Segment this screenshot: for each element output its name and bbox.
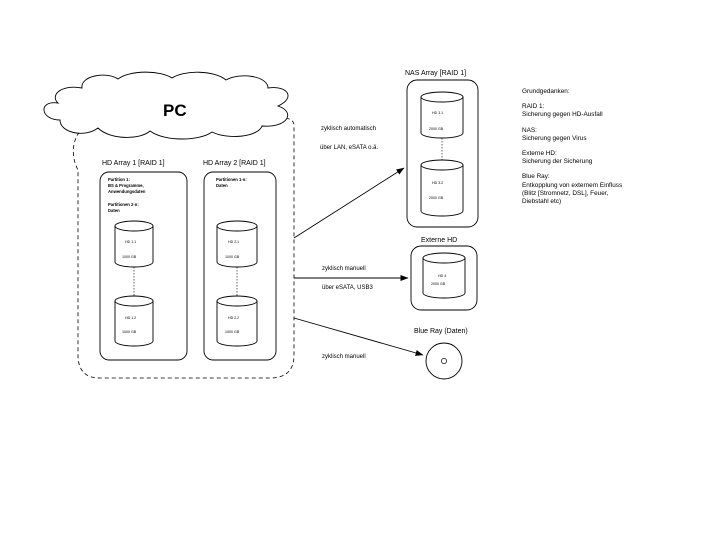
- disk-hd-3-1: [420, 91, 464, 139]
- pc-cloud: [43, 71, 289, 140]
- hd-2-2-name: HD 2.2: [228, 316, 240, 320]
- notes-ext-title: Externe HD:: [522, 150, 557, 158]
- hd-1-2-size: 1000 GB: [122, 330, 137, 334]
- hd-3-1-name: HD 3.1: [432, 111, 444, 115]
- notes-ext-text: Sicherung der Sicherung: [522, 158, 593, 166]
- notes-bluray-text-3: Diebstahl etc): [522, 198, 562, 206]
- bluray-disc: [425, 342, 463, 380]
- notes-nas-title: NAS:: [522, 126, 537, 134]
- edge-bluray-label-1: zyklisch manuell: [322, 354, 366, 360]
- hd-2-1-name: HD 2.1: [228, 240, 240, 244]
- hd-array-1-title: HD Array 1 [RAID 1]: [102, 160, 165, 167]
- notes-heading: Grundgedanken:: [522, 88, 570, 95]
- disk-hd-1-2: [114, 295, 154, 347]
- bluray-title: Blue Ray (Daten): [414, 328, 468, 335]
- hd-1-1-name: HD 1.1: [125, 240, 137, 244]
- hd-array-2-title: HD Array 2 [RAID 1]: [203, 160, 266, 167]
- edge-externe-hd-label-2: über eSATA, USB3: [322, 285, 373, 291]
- hd-4-name: HD 4: [438, 274, 447, 278]
- notes-panel: Grundgedanken: RAID 1: Sicherung gegen H…: [522, 88, 672, 213]
- disk-hd-3-2: [420, 159, 464, 217]
- externe-hd-title: Externe HD: [421, 237, 458, 244]
- hd-array-2-partition-line-1: Daten: [216, 183, 228, 188]
- edge-nas-label-1: zyklisch automatisch: [321, 126, 377, 132]
- arrow-to-nas: [293, 167, 405, 239]
- hd-array-2-partition-title: Partitionen 1-n:: [216, 177, 247, 182]
- disk-hd-1-1: [114, 220, 154, 268]
- hd-1-2-name: HD 1.2: [125, 316, 137, 320]
- disk-hd-4: [422, 252, 466, 299]
- disk-hd-2-2: [216, 295, 258, 347]
- hd-1-1-size: 1000 GB: [122, 255, 137, 259]
- hd-2-2-size: 1000 GB: [225, 330, 240, 334]
- notes-raid-text: Sicherung gegen HD-Ausfall: [522, 111, 603, 119]
- edge-nas-label-2: über LAN, eSATA o.ä.: [320, 145, 379, 151]
- notes-bluray-text-2: (Blitz [Stromnetz, DSL], Feuer,: [522, 189, 609, 197]
- pc-boundary: [72, 117, 295, 379]
- hd-4-size: 2000 GB: [431, 282, 446, 286]
- hd-array-1-partition-2-line-1: Daten: [108, 208, 120, 213]
- arrow-to-bluray: [293, 317, 424, 356]
- disk-hd-2-1: [216, 220, 258, 268]
- hd-3-2-name: HD 3.2: [432, 181, 444, 185]
- edge-externe-hd-label-1: zyklisch manuell: [322, 266, 366, 272]
- pc-label: PC: [163, 101, 187, 120]
- notes-raid-title: RAID 1:: [522, 103, 545, 111]
- nas-title: NAS Array [RAID 1]: [405, 70, 467, 77]
- hd-array-1-partition-2-title: Partitionen 2-n:: [108, 202, 139, 207]
- hd-3-2-size: 2000 GB: [429, 196, 444, 200]
- notes-bluray-text-1: Entkopplung von externem Einfluss: [522, 181, 623, 189]
- notes-bluray-title: Blue Ray:: [522, 173, 550, 181]
- hd-3-1-size: 2000 GB: [429, 127, 444, 131]
- hd-array-1-partition-1-line-2: Anwendungsdaten: [108, 189, 146, 194]
- hd-array-1-partition-1-title: Partition 1:: [108, 177, 130, 182]
- hd-array-1-partition-1-line-1: BS & Programme,: [108, 183, 144, 188]
- hd-2-1-size: 1000 GB: [225, 255, 240, 259]
- notes-nas-text: Sicherung gegen Virus: [522, 134, 587, 142]
